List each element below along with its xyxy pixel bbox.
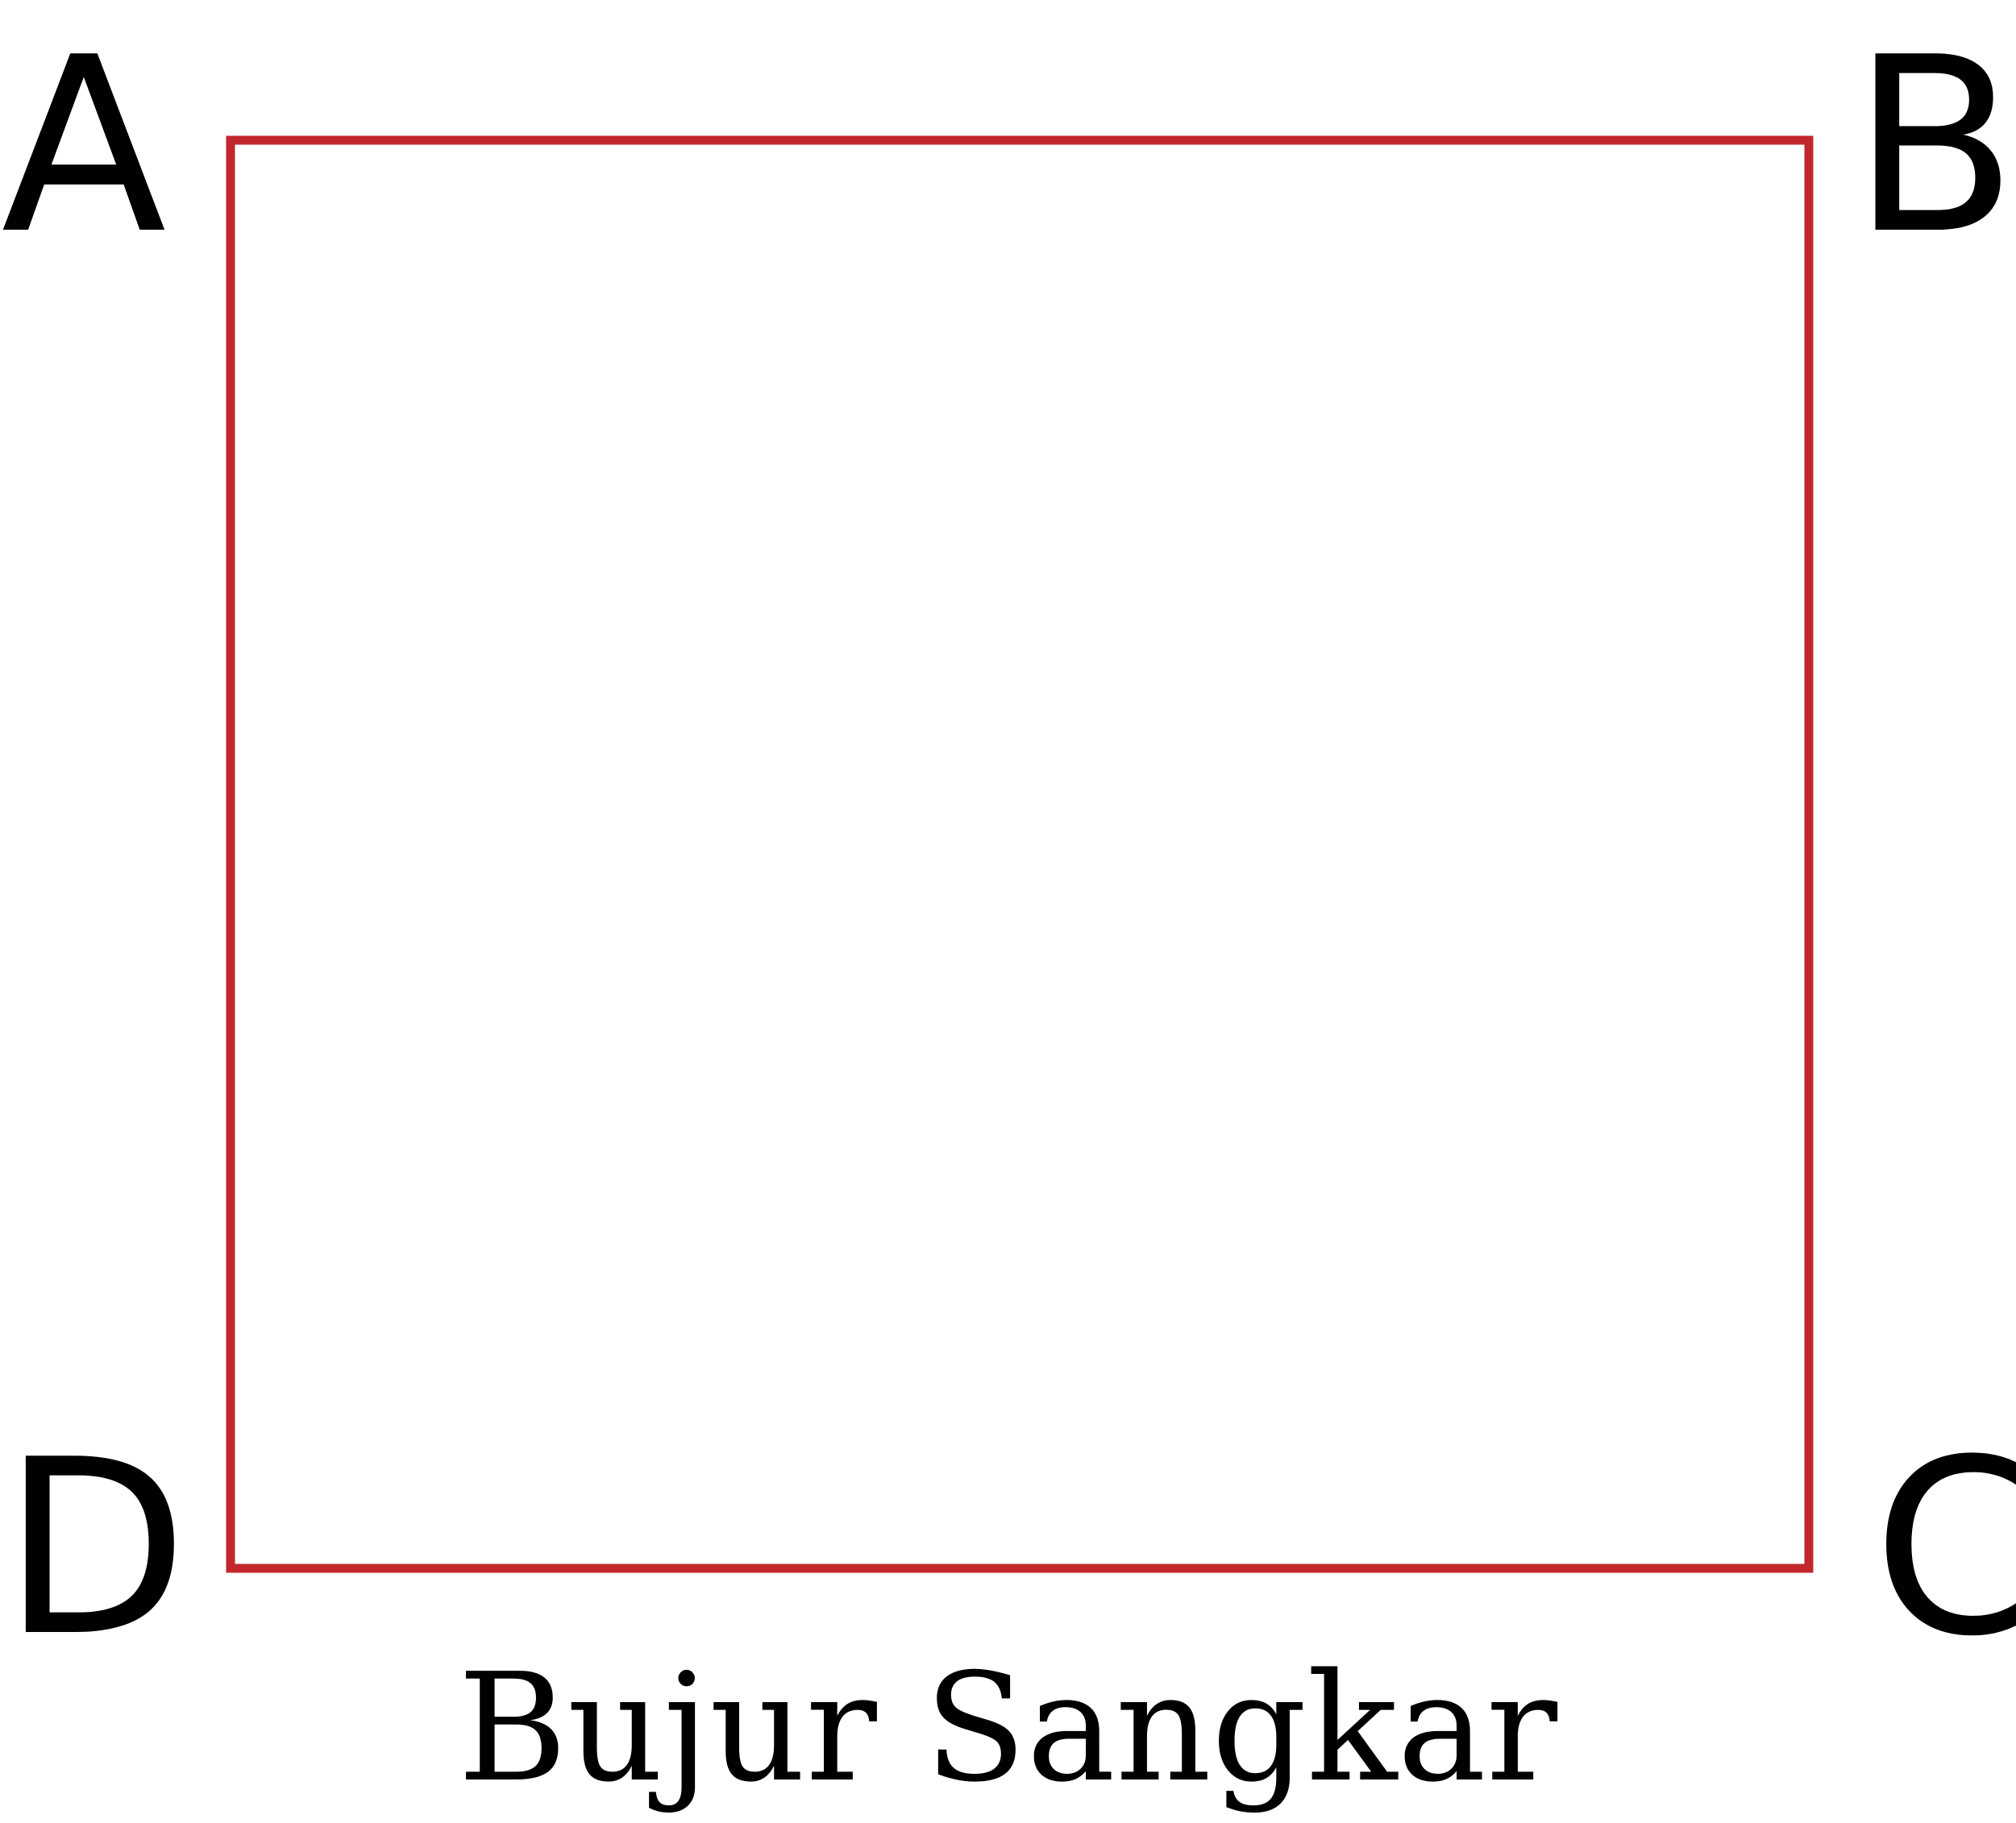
vertex-label-d: D [2,1408,188,1689]
vertex-label-a: A [1,6,167,287]
square-outline [226,135,1814,1573]
vertex-label-b: B [1852,6,2016,287]
diagram-caption: Bujur Sangkar [458,1641,1558,1815]
vertex-label-c: C [1873,1408,2016,1689]
